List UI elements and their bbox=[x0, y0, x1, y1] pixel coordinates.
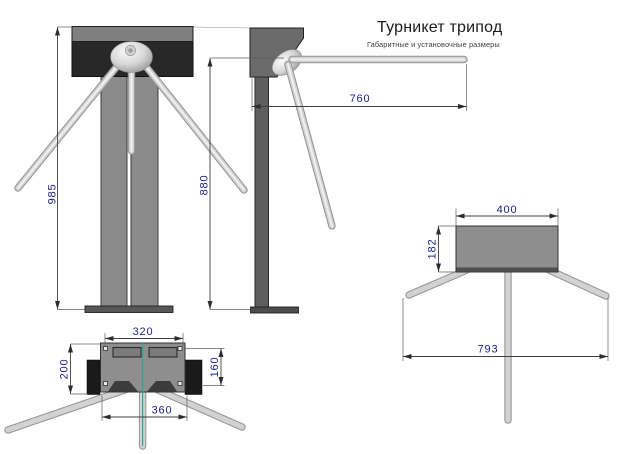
front-base-plate bbox=[84, 305, 174, 313]
side-base-plate bbox=[250, 306, 299, 314]
mount-hole bbox=[103, 381, 108, 386]
head-arm-right bbox=[545, 266, 610, 300]
dim-arms-span: 793 bbox=[402, 298, 609, 361]
head-unit-view bbox=[405, 225, 610, 424]
dim-label-880: 880 bbox=[199, 175, 211, 196]
front-arm-right bbox=[136, 55, 248, 194]
top-arm-right bbox=[145, 382, 246, 431]
front-head-top-band bbox=[71, 26, 194, 42]
front-column-left bbox=[100, 76, 128, 307]
top-side-block-right bbox=[184, 359, 203, 395]
dim-overall-height: 985 bbox=[47, 26, 85, 310]
dim-plate-depth: 200 bbox=[59, 343, 100, 395]
dim-head-width: 400 bbox=[455, 204, 559, 226]
dim-label-320: 320 bbox=[133, 326, 154, 338]
dim-label-400: 400 bbox=[497, 204, 518, 216]
dim-base-width: 360 bbox=[101, 395, 188, 421]
reference-line bbox=[192, 26, 251, 29]
dim-label-793: 793 bbox=[478, 344, 499, 356]
dim-label-182: 182 bbox=[427, 239, 439, 260]
head-arm-left bbox=[405, 266, 471, 299]
dim-head-height: 182 bbox=[427, 225, 456, 273]
mount-hole bbox=[103, 346, 108, 351]
top-side-block-left bbox=[86, 359, 101, 395]
mount-hole bbox=[177, 381, 183, 386]
dim-column-height: 880 bbox=[199, 57, 284, 310]
dim-holes-spacing: 160 bbox=[185, 348, 225, 386]
page-title: Турникет трипод bbox=[377, 19, 503, 36]
front-hub-dome bbox=[110, 41, 153, 73]
page-subtitle: Габаритные и установочные размеры bbox=[367, 40, 500, 49]
top-slot-right bbox=[148, 346, 178, 358]
mount-hole bbox=[177, 346, 183, 351]
side-arm-diagonal bbox=[284, 60, 336, 230]
dim-label-985: 985 bbox=[47, 184, 59, 205]
top-view bbox=[4, 342, 246, 450]
top-shadow-left bbox=[108, 381, 138, 392]
head-unit-bottom-strip bbox=[456, 267, 558, 272]
front-hub-cap-center bbox=[128, 48, 133, 53]
dim-label-200: 200 bbox=[59, 359, 71, 380]
front-view bbox=[14, 26, 248, 313]
dim-plate-width: 320 bbox=[104, 326, 184, 346]
side-view bbox=[249, 27, 468, 314]
top-shadow-right bbox=[147, 381, 177, 392]
head-unit-box bbox=[455, 225, 559, 273]
front-arm-left bbox=[14, 55, 127, 192]
dim-label-360: 360 bbox=[152, 405, 173, 417]
top-slot-left bbox=[112, 346, 142, 358]
dim-label-760: 760 bbox=[350, 93, 371, 105]
dim-label-160: 160 bbox=[209, 357, 221, 378]
dim-arm-length: 760 bbox=[251, 64, 467, 111]
side-column bbox=[254, 76, 269, 308]
